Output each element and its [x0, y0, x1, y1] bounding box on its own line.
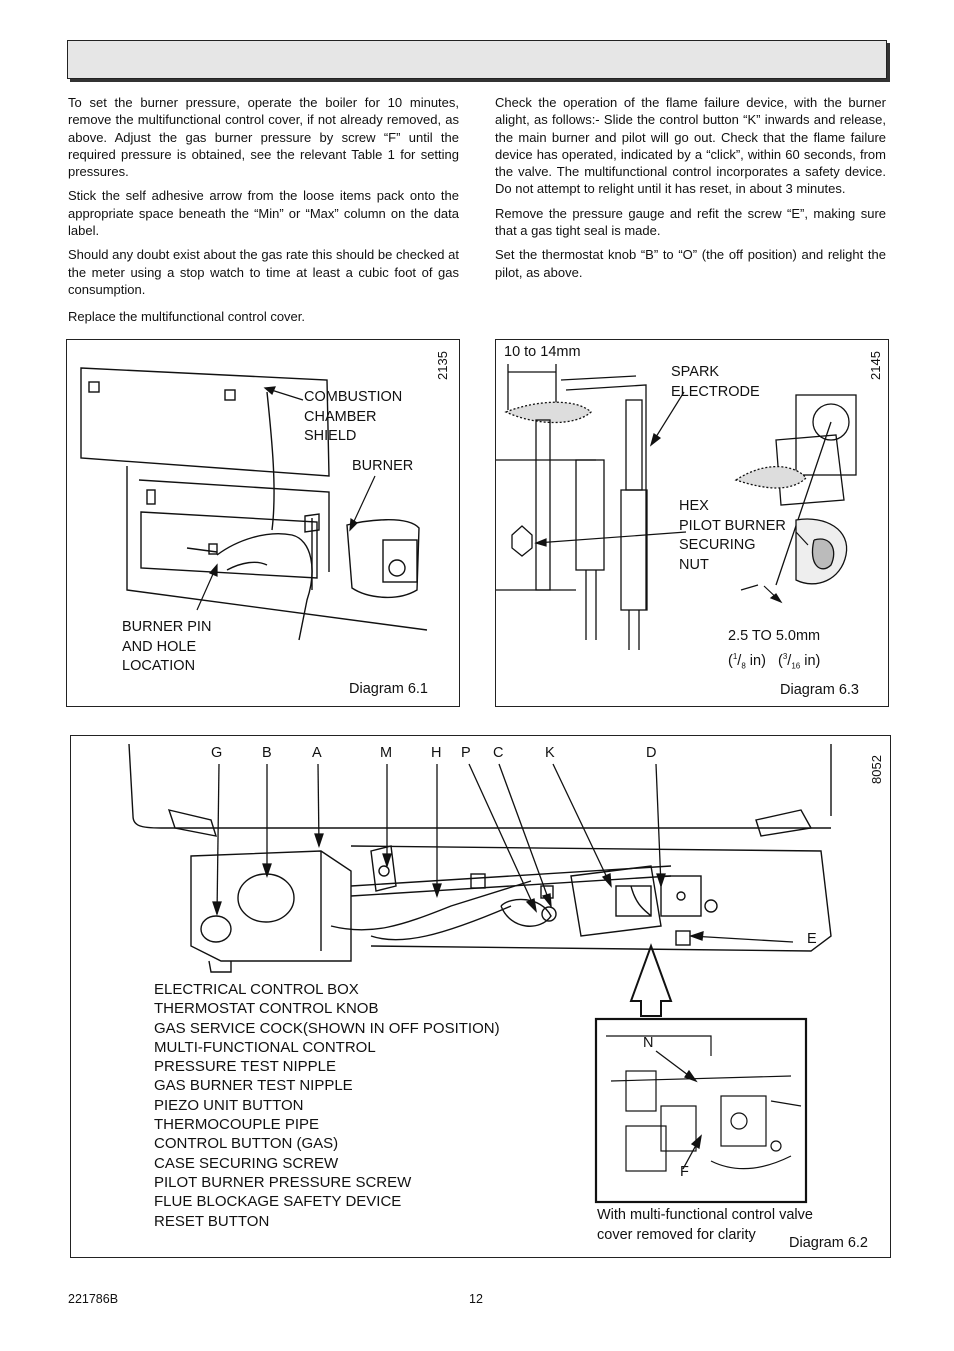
legend-item: PRESSURE TEST NIPPLE [154, 1058, 337, 1076]
label-gap: 10 to 14mm [504, 344, 581, 360]
diagram-6-3: 2145 10 to 14mm SPARK ELECTRODE HEX PILO… [495, 339, 889, 707]
letter-g: G [211, 745, 223, 761]
inset-caption: With multi-functional control valve cove… [597, 1207, 813, 1243]
paragraph: Set the thermostat knob “B” to “O” (the … [495, 247, 886, 280]
legend-item: ELECTRICAL CONTROL BOX [154, 981, 359, 998]
legend-item: GAS BURNER TEST NIPPLE [154, 1077, 353, 1095]
label-range-inches: (1/8 in) (3/16 in) [728, 652, 821, 671]
label-range: 2.5 TO 5.0mm [728, 628, 821, 644]
diagram-6-1: 2135 COMBUSTION CHAMBER SHIELD BURNER BU… [66, 339, 460, 707]
diagram-6-1-illustration [80, 367, 428, 641]
letter-a: A [312, 745, 322, 761]
paragraph: Should any doubt exist about the gas rat… [68, 247, 459, 297]
header-bar [67, 40, 887, 79]
diagram-caption: Diagram 6.1 [349, 681, 428, 697]
component-legend: ELECTRICAL CONTROL BOX THERMOSTAT CONTRO… [154, 980, 500, 1231]
legend-item: THERMOCOUPLE PIPE [154, 1116, 320, 1134]
letter-p: P [461, 745, 471, 761]
label-combustion-chamber-shield: COMBUSTION CHAMBER SHIELD [304, 389, 403, 444]
letter-n: N [643, 1035, 654, 1051]
diagram-number: 2135 [435, 351, 450, 380]
letter-b: B [262, 745, 272, 761]
letter-c: C [493, 745, 504, 761]
diagram-6-2-illustration [128, 743, 832, 1204]
diagram-number: 2145 [868, 351, 883, 380]
document-code: 221786B [68, 1292, 119, 1306]
legend-item: GAS SERVICE COCK(SHOWN IN OFF POSITION) [154, 1019, 500, 1037]
paragraph: Check the operation of the flame failure… [495, 95, 886, 197]
diagram-caption: Diagram 6.3 [780, 682, 859, 698]
letter-f: F [680, 1164, 689, 1180]
label-hex-nut: HEX PILOT BURNER SECURING NUT [679, 498, 786, 573]
diagram-number: 8052 [869, 755, 884, 784]
paragraph: Stick the self adhesive arrow from the l… [68, 188, 459, 239]
legend-item: THERMOSTAT CONTROL KNOB [154, 1000, 379, 1018]
page-number: 12 [469, 1292, 483, 1306]
legend-item: FLUE BLOCKAGE SAFETY DEVICE [154, 1193, 402, 1211]
diagram-6-2: 8052 G B A M H P C K D E N F With multi-… [70, 735, 891, 1258]
letter-d: D [646, 745, 657, 761]
left-text-column: To set the burner pressure, operate the … [68, 94, 459, 333]
label-burner-pin: BURNER PIN AND HOLE LOCATION [122, 619, 212, 674]
legend-item: CASE SECURING SCREW [154, 1154, 339, 1172]
legend-item: CONTROL BUTTON (GAS) [154, 1135, 339, 1153]
legend-item: PIEZO UNIT BUTTON [154, 1096, 304, 1114]
letter-k: K [545, 745, 555, 761]
label-burner: BURNER [352, 458, 414, 474]
legend-item: PILOT BURNER PRESSURE SCREW [154, 1173, 412, 1191]
letter-m: M [380, 745, 393, 761]
letter-e: E [807, 931, 817, 947]
legend-item: MULTI-FUNCTIONAL CONTROL [154, 1038, 376, 1056]
paragraph: To set the burner pressure, operate the … [68, 95, 459, 180]
paragraph: Remove the pressure gauge and refit the … [495, 205, 886, 239]
paragraph: Replace the multifunctional control cove… [68, 309, 306, 325]
diagram-caption: Diagram 6.2 [789, 1235, 868, 1251]
right-text-column: Check the operation of the flame failure… [495, 94, 886, 288]
label-spark-electrode: SPARK ELECTRODE [671, 364, 760, 400]
letter-h: H [431, 745, 442, 761]
legend-item: RESET BUTTON [154, 1212, 270, 1230]
diagram-6-3-illustration [496, 364, 857, 650]
